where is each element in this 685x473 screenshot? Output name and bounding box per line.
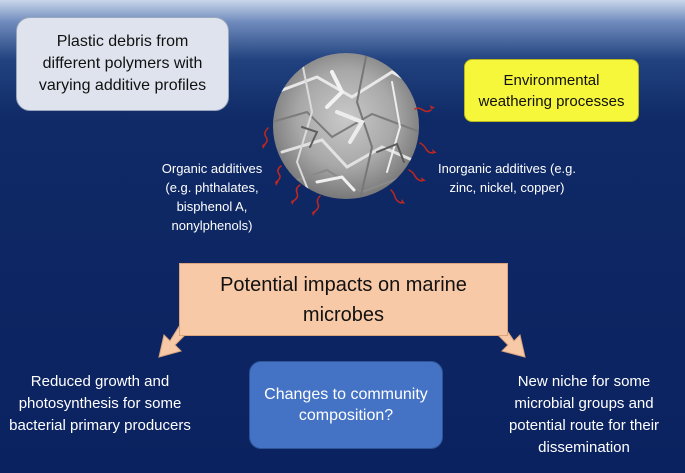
organic-leach-arrow bbox=[313, 195, 321, 213]
weathering-label: Environmental weathering processes bbox=[478, 71, 625, 110]
reduced-growth-text: Reduced growth and photosynthesis for so… bbox=[9, 373, 191, 434]
weathering-box: Environmental weathering processes bbox=[464, 59, 639, 122]
community-composition-label: Changes to community composition? bbox=[264, 386, 428, 424]
inorganic-leach-arrow bbox=[408, 169, 423, 182]
organic-leach-arrow bbox=[292, 184, 301, 202]
organic-additives-text: Organic additives (e.g. phthalates, bisp… bbox=[161, 161, 263, 233]
community-composition-box: Changes to community composition? bbox=[249, 361, 443, 449]
organic-leach-arrow bbox=[275, 165, 282, 183]
plastic-bag-photo bbox=[272, 52, 420, 200]
inorganic-leach-arrow bbox=[419, 142, 434, 154]
plastic-debris-label: Plastic debris from different polymers w… bbox=[38, 33, 207, 94]
new-niche-text: New niche for some microbial groups and … bbox=[508, 373, 660, 456]
inorganic-leach-arrow bbox=[390, 189, 402, 204]
organic-leach-arrow bbox=[263, 127, 269, 146]
potential-impacts-label: Potential impacts on marine microbes bbox=[220, 273, 467, 326]
plastic-debris-box: Plastic debris from different polymers w… bbox=[16, 17, 229, 111]
inorganic-additives-text: Inorganic additives (e.g. zinc, nickel, … bbox=[437, 161, 577, 195]
potential-impacts-box: Potential impacts on marine microbes bbox=[179, 263, 508, 336]
inorganic-leach-arrow bbox=[414, 107, 432, 113]
